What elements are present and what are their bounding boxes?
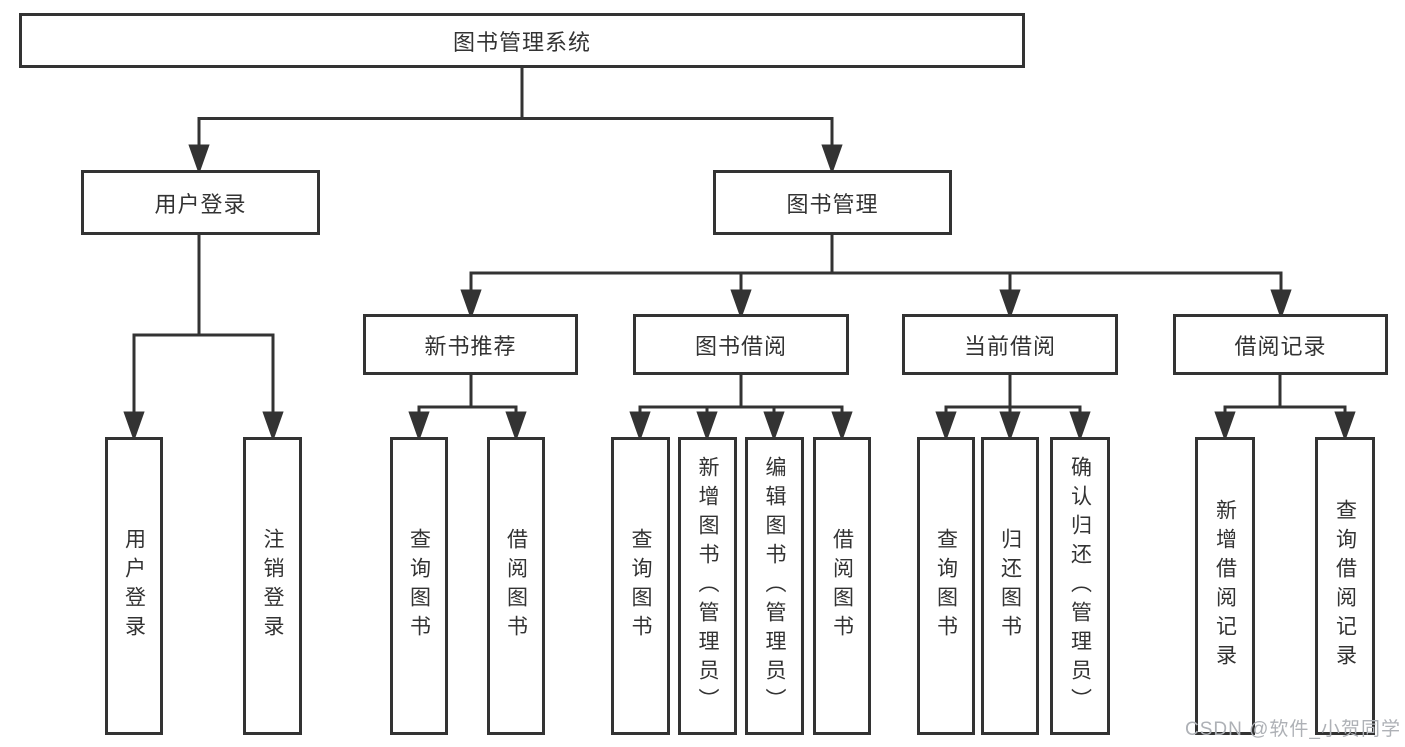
node-book-management: 图书管理: [713, 170, 952, 235]
leaf-query-books-recommend: 查询图书: [390, 437, 448, 735]
csdn-watermark: CSDN @软件_小贺同学: [1185, 719, 1401, 740]
leaf-borrow-books-borrow: 借阅图书: [813, 437, 871, 735]
node-new-book-recommend: 新书推荐: [363, 314, 578, 375]
leaf-add-borrow-record: 新增借阅记录: [1195, 437, 1255, 735]
leaf-add-book-admin: 新增图书（管理员）: [678, 437, 737, 735]
node-book-borrow: 图书借阅: [633, 314, 849, 375]
leaf-return-book: 归还图书: [981, 437, 1039, 735]
leaf-query-books-current: 查询图书: [917, 437, 975, 735]
node-library-management-system: 图书管理系统: [19, 13, 1025, 68]
leaf-query-borrow-record: 查询借阅记录: [1315, 437, 1375, 735]
leaf-confirm-return-admin: 确认归还（管理员）: [1050, 437, 1110, 735]
leaf-borrow-books-recommend: 借阅图书: [487, 437, 545, 735]
node-borrow-records: 借阅记录: [1173, 314, 1388, 375]
node-user-login: 用户登录: [81, 170, 320, 235]
leaf-edit-book-admin: 编辑图书（管理员）: [745, 437, 804, 735]
leaf-user-login: 用户登录: [105, 437, 163, 735]
leaf-query-books-borrow: 查询图书: [611, 437, 670, 735]
leaf-logout: 注销登录: [243, 437, 302, 735]
node-current-borrow: 当前借阅: [902, 314, 1118, 375]
